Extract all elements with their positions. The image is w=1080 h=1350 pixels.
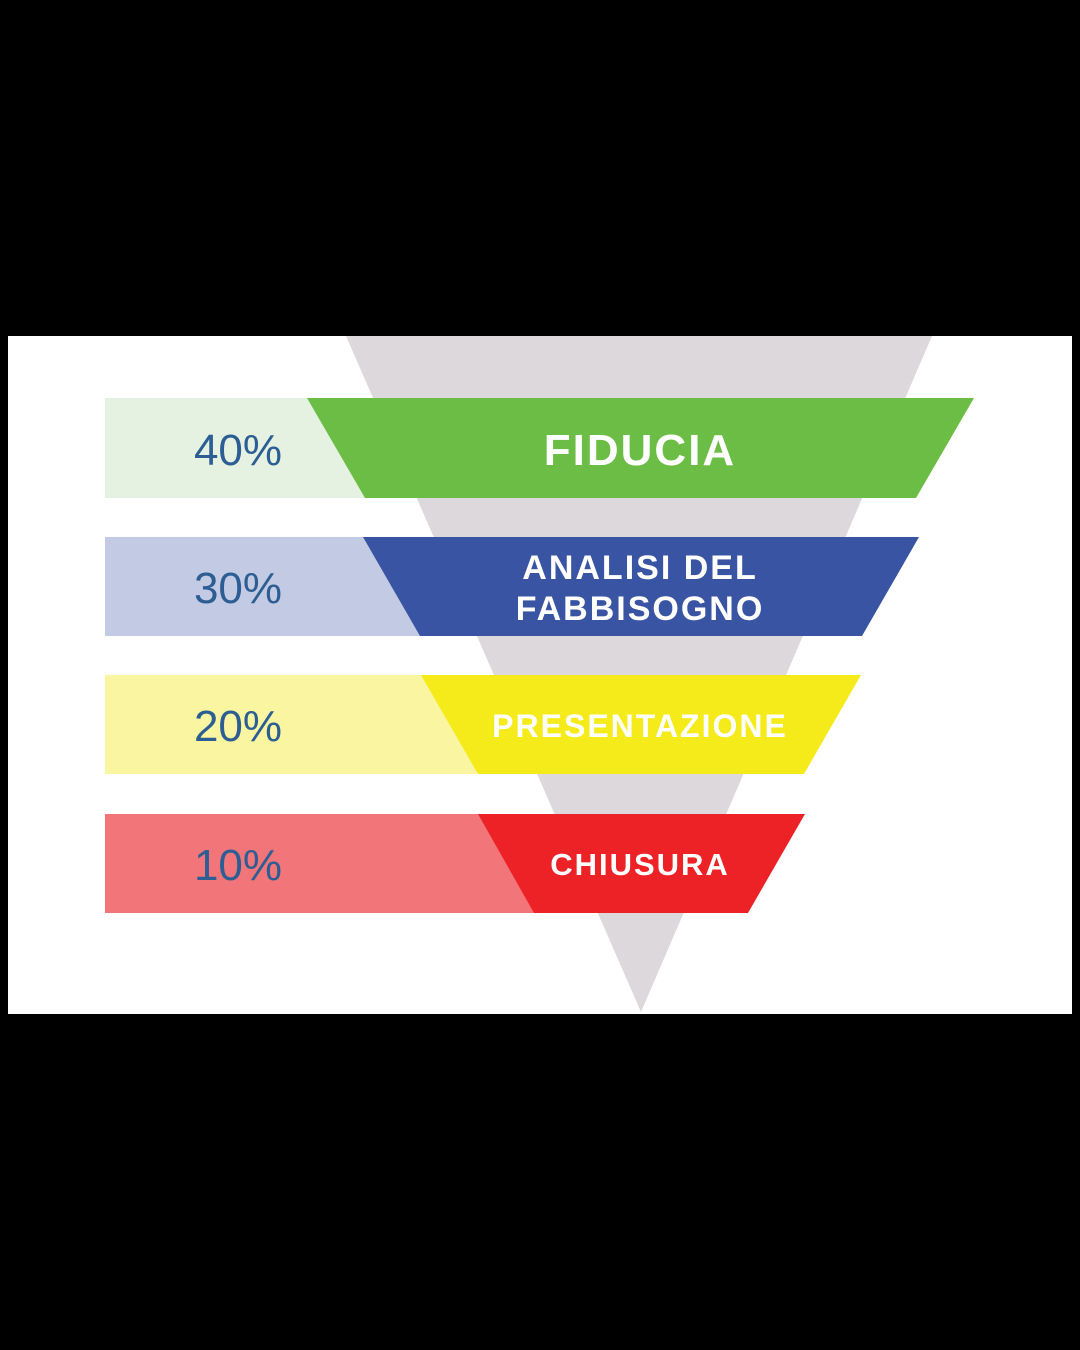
funnel-background-triangle [346,336,932,1012]
stage-2-trapezoid [363,537,919,636]
stage-3-label: PRESENTAZIONE [492,708,788,744]
stage-2-label-line1: ANALISI DEL [522,549,758,587]
stage-3-light-band [105,675,477,774]
stage-1-trapezoid [307,398,974,498]
funnel-diagram [105,336,974,1012]
stage-2-label-line2: FABBISOGNO [515,590,765,628]
stage-4-light-band [105,814,535,913]
stage-3-trapezoid [421,675,861,774]
stage-4-trapezoid [478,814,805,913]
stage-2-percent: 30% [193,564,283,613]
stage-1-label: FIDUCIA [543,426,737,475]
stage-1-percent: 40% [193,426,283,475]
stage-4-label: CHIUSURA [550,847,730,882]
funnel-panel: 40% 30% 20% 10% FIDUCIA ANALISI DEL FABB… [8,336,1072,1014]
stage-4-percent: 10% [193,841,283,890]
stage-2-light-band [105,537,421,636]
stage-3-percent: 20% [193,702,283,751]
